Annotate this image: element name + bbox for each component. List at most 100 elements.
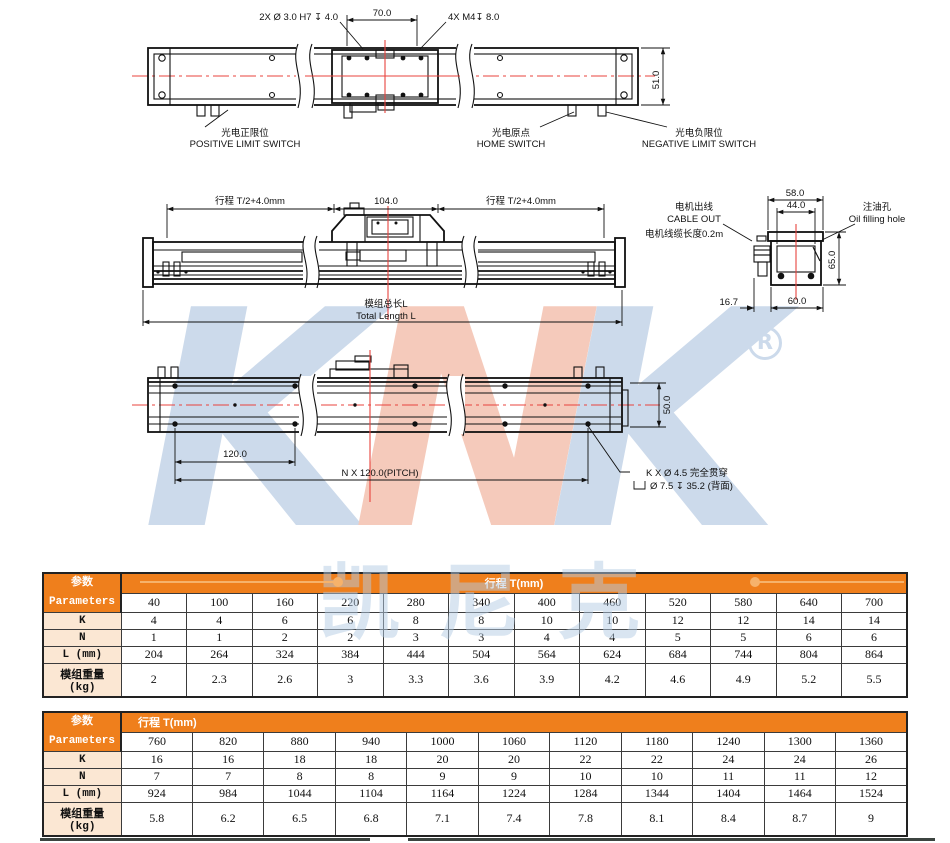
table-cell: 10 xyxy=(579,611,646,630)
dim-50: 50.0 xyxy=(662,396,673,415)
table-cell: 2 xyxy=(251,628,318,647)
table-cell: 3 xyxy=(317,662,384,698)
table-cell: 3 xyxy=(382,628,449,647)
dim-58: 58.0 xyxy=(786,188,805,199)
table-cell: 6 xyxy=(317,611,384,630)
table-cell: 1344 xyxy=(620,784,694,803)
stroke-value-cell: 520 xyxy=(644,592,711,613)
stroke-value-cell: 100 xyxy=(186,592,253,613)
engineering-drawings: 70.0 2X Ø 3.0 H7 ↧ 4.0 4X M4↧ 8.0 51.0 光… xyxy=(132,8,905,502)
stroke-value-cell: 460 xyxy=(579,592,646,613)
stroke-value-cell: 160 xyxy=(251,592,318,613)
table-cell: 1464 xyxy=(763,784,837,803)
table-cell: 2.6 xyxy=(251,662,318,698)
table-cell: 14 xyxy=(775,611,842,630)
table-cell: 1104 xyxy=(334,784,408,803)
cable-out-label-en: CABLE OUT xyxy=(667,214,721,225)
tap-hole-note: 4X M4↧ 8.0 xyxy=(448,12,499,23)
table-cell: 2 xyxy=(120,662,187,698)
table-cell: 5.8 xyxy=(120,801,193,837)
table-cell: 384 xyxy=(317,645,384,664)
row-label-cell: K xyxy=(42,750,122,769)
stroke-value-cell: 1120 xyxy=(549,731,622,752)
stroke-value-cell: 1180 xyxy=(620,731,694,752)
table-cell: 18 xyxy=(334,750,408,769)
table-cell: 1524 xyxy=(835,784,908,803)
stroke-value-cell: 1360 xyxy=(835,731,908,752)
stroke-value-cell: 220 xyxy=(317,592,384,613)
table-cell: 9 xyxy=(406,767,479,786)
dim-65: 65.0 xyxy=(827,251,838,270)
table-cell: 3 xyxy=(448,628,515,647)
table-cell: 984 xyxy=(191,784,265,803)
table-cell: 16 xyxy=(191,750,265,769)
stroke-value-cell: 40 xyxy=(120,592,187,613)
bottom-rule-right xyxy=(408,838,935,841)
table-cell: 6.5 xyxy=(263,801,336,837)
positive-limit-label-en: POSITIVE LIMIT SWITCH xyxy=(190,139,301,150)
table-cell: 3.6 xyxy=(448,662,515,698)
table-cell: 5.5 xyxy=(841,662,908,698)
total-length-label-cn: 模组总长L xyxy=(364,298,407,310)
table-cell: 1404 xyxy=(692,784,765,803)
table-cell: 6 xyxy=(775,628,842,647)
bottom-rule-left xyxy=(40,838,370,841)
stroke-band-header: 行程 T(mm) xyxy=(120,572,908,594)
stroke-value-cell: 1060 xyxy=(477,731,551,752)
stroke-right-dim: 行程 T/2+4.0mm xyxy=(486,195,556,207)
stroke-value-cell: 700 xyxy=(841,592,908,613)
stroke-value-cell: 340 xyxy=(448,592,515,613)
table-cell: 12 xyxy=(835,767,908,786)
stroke-value-cell: 940 xyxy=(334,731,408,752)
param-header-cell: 参数 Parameters xyxy=(42,572,122,613)
table-cell: 22 xyxy=(549,750,622,769)
table-cell: 1 xyxy=(120,628,187,647)
stroke-value-cell: 640 xyxy=(775,592,842,613)
row-label-cell: N xyxy=(42,628,122,647)
table-cell: 6 xyxy=(841,628,908,647)
dim-pitch: N X 120.0(PITCH) xyxy=(341,468,418,479)
table-cell: 7 xyxy=(191,767,265,786)
table-cell: 2.3 xyxy=(186,662,253,698)
table-cell: 5.2 xyxy=(775,662,842,698)
home-switch-label-en: HOME SWITCH xyxy=(477,139,546,150)
top-view-drawing: 70.0 2X Ø 3.0 H7 ↧ 4.0 4X M4↧ 8.0 51.0 光… xyxy=(132,8,756,150)
table-cell: 20 xyxy=(406,750,479,769)
stroke-value-cell: 1240 xyxy=(692,731,765,752)
registered-trademark-icon: R xyxy=(748,326,782,360)
table-cell: 8.7 xyxy=(763,801,837,837)
table-cell: 11 xyxy=(692,767,765,786)
stroke-band-header: 行程 T(mm) xyxy=(120,711,908,733)
row-label-cell: L (mm) xyxy=(42,784,122,803)
table-cell: 26 xyxy=(835,750,908,769)
front-view-drawing: 行程 T/2+4.0mm 104.0 行程 T/2+4.0mm 模组总长L To… xyxy=(142,195,626,326)
row-label-cell: 模组重量 (kg) xyxy=(42,662,122,698)
total-length-label-en: Total Length L xyxy=(356,311,416,322)
negative-limit-label-en: NEGATIVE LIMIT SWITCH xyxy=(642,139,756,150)
table-cell: 4 xyxy=(186,611,253,630)
table-cell: 624 xyxy=(579,645,646,664)
stroke-value-cell: 760 xyxy=(120,731,193,752)
table-cell: 6 xyxy=(251,611,318,630)
table-cell: 324 xyxy=(251,645,318,664)
row-label-cell: N xyxy=(42,767,122,786)
table-cell: 12 xyxy=(644,611,711,630)
table-cell: 4.2 xyxy=(579,662,646,698)
row-label-cell: 模组重量 (kg) xyxy=(42,801,122,837)
table-cell: 10 xyxy=(513,611,580,630)
counterbore-symbol-icon xyxy=(633,481,646,490)
cable-length-note: 电机线缆长度0.2m xyxy=(645,228,723,240)
positive-limit-label-cn: 光电正限位 xyxy=(221,127,269,139)
table-cell: 8 xyxy=(382,611,449,630)
table-cell: 924 xyxy=(120,784,193,803)
dim-16-7: 16.7 xyxy=(720,297,739,308)
table-cell: 9 xyxy=(835,801,908,837)
bottom-view-drawing: 120.0 N X 120.0(PITCH) 50.0 K X Ø 4.5 完全… xyxy=(132,350,733,502)
stroke-value-cell: 400 xyxy=(513,592,580,613)
table-cell: 1224 xyxy=(477,784,551,803)
table-cell: 684 xyxy=(644,645,711,664)
stroke-value-cell: 1300 xyxy=(763,731,837,752)
